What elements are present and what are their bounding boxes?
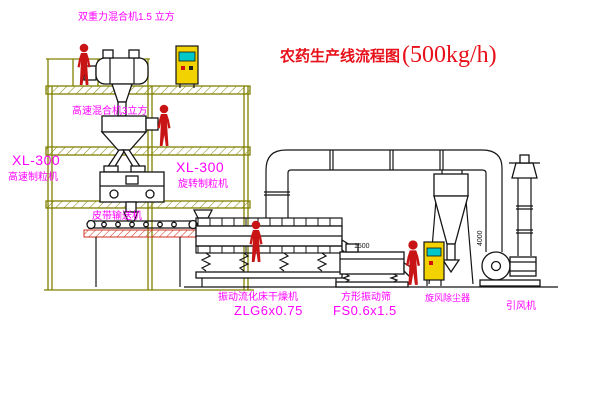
vibrating-sieve <box>335 243 415 288</box>
label-granulator-center-model: XL-300 <box>176 159 225 175</box>
label-dryer-model: ZLG6x0.75 <box>234 303 303 318</box>
label-granulator-left-name: 高速制粒机 <box>8 172 58 183</box>
dimension-sieve-inlet: 1500 <box>354 243 370 250</box>
label-fan: 引风机 <box>506 301 536 312</box>
draft-fan <box>479 251 541 287</box>
control-cabinet-lower <box>423 241 445 286</box>
worker-figure <box>405 240 421 285</box>
label-granulator-center-name: 旋转制粒机 <box>178 179 228 190</box>
diagram-title-capacity: (500kg/h) <box>402 42 497 68</box>
label-granulator-left-model: XL-300 <box>12 152 61 168</box>
dimension-stack-height: 4000 <box>477 230 484 246</box>
belt-conveyor <box>86 219 198 230</box>
hatched-platform <box>83 229 197 287</box>
diagram-title: 农药生产线流程图 (500kg/h) <box>280 42 497 69</box>
label-sieve-name: 方形振动筛 <box>341 292 391 303</box>
top-mixer-machine <box>83 49 149 117</box>
label-top-mixer: 双重力混合机1.5 立方 <box>78 12 175 23</box>
worker-figure <box>157 104 171 146</box>
exhaust-stack <box>509 154 540 256</box>
fluid-bed-dryer <box>192 209 359 287</box>
label-sieve-model: FS0.6x1.5 <box>333 303 397 318</box>
granulator-machine <box>99 165 165 222</box>
mid-floor-mixer <box>100 115 159 169</box>
label-belt-conveyor: 皮带输送机 <box>92 211 142 222</box>
label-mid-mixer: 高速混合机3立方 <box>72 106 148 117</box>
label-dryer-name: 振动流化床干燥机 <box>218 292 298 303</box>
diagram-title-text: 农药生产线流程图 <box>280 49 401 65</box>
label-cyclone: 旋风除尘器 <box>425 293 471 303</box>
control-cabinet-upper <box>175 45 199 88</box>
duct-system <box>264 149 503 252</box>
cyclone-dust-collector <box>428 170 474 285</box>
